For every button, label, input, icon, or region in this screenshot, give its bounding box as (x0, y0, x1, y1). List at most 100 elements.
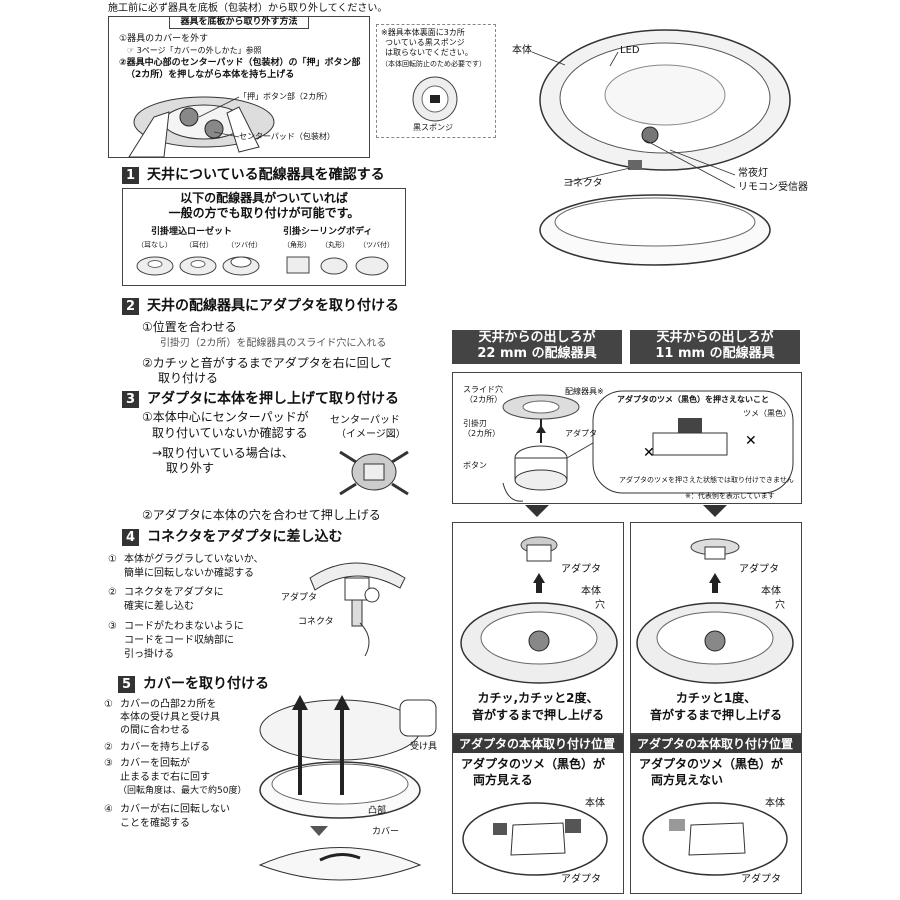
s5-item3-l3: （回転角度は、最大で約50度） (118, 786, 247, 796)
s4-item3-n: ③ (108, 621, 117, 632)
section1-title: 天井についている配線器具を確認する (147, 167, 385, 183)
right-pos-bar: アダプタの本体取り付け位置 (631, 735, 801, 753)
left-bottom-l2: 両方見える (473, 773, 533, 787)
label-body: 本体 (512, 45, 532, 56)
section2-number: 2 (122, 297, 139, 315)
right-bottom-l2: 両方見えない (651, 773, 724, 787)
detail-warning: アダプタのツメ（黒色）を押さえないこと (617, 395, 769, 404)
left-bottom-adapter: アダプタ (561, 874, 601, 885)
cover-illustration (258, 695, 437, 881)
s5-label-receiver: 受け具 (410, 742, 438, 752)
panel-right-head-l2: 11 mm の配線器具 (655, 346, 775, 361)
detail-warn-note: アダプタのツメを押さえた状態では取り付けできません (619, 476, 794, 484)
detail-slide-hole-2: （2カ所） (465, 395, 503, 404)
product-diagram (531, 29, 791, 266)
s4-item3-l3: 引っ掛ける (124, 649, 174, 660)
label-center-pad: センターパッド（包装材） (239, 132, 335, 141)
s4-label-adapter: アダプタ (281, 593, 318, 603)
section3-title: アダプタに本体を押し上げて取り付ける (147, 391, 399, 407)
removal-step1-ref: ☞ 3ページ「カバーの外しかた」参照 (127, 46, 262, 55)
body-type-3: （ツバ付） (359, 241, 394, 249)
section5-heading: 5 カバーを取り付ける (118, 675, 269, 693)
right-mid-caption-1: カチッと1度、 (675, 691, 757, 705)
sponge-l4: （本体回転防止のため必要です） (381, 60, 486, 68)
pad-label-2: （イメージ図） (336, 429, 406, 440)
section2-title: 天井の配線器具にアダプタを取り付ける (147, 298, 399, 314)
sponge-l1: ※器具本体裏面に3カ所 (381, 28, 465, 37)
s5-item3-n: ③ (104, 758, 113, 769)
label-nightlight: 常夜灯 (738, 168, 768, 179)
right-mid-hole: 穴 (775, 600, 785, 611)
right-mid-adapter: アダプタ (739, 564, 779, 575)
right-bottom-adapter: アダプタ (741, 874, 781, 885)
section5-title: カバーを取り付ける (143, 676, 269, 692)
removal-box: 器具を底板から取り外す方法 ①器具のカバーを外す ☞ 3ページ「カバーの外しかた… (108, 16, 370, 158)
s5-item4-l2: ことを確認する (120, 818, 190, 829)
top-note: 施工前に必ず器具を底板（包装材）から取り外してください。 (108, 3, 388, 14)
left-mid-illustration (460, 536, 618, 684)
right-bottom-body: 本体 (765, 798, 785, 809)
left-pos-bar: アダプタの本体取り付け位置 (453, 735, 623, 753)
detail-hook-blade: 引掛刃 (463, 419, 487, 428)
section2-step2-l1: ②カチッと音がするまでアダプタを右に回して (142, 356, 393, 370)
s4-label-connector: コネクタ (298, 617, 334, 627)
s5-item4-l1: カバーが右に回転しない (120, 804, 230, 815)
s4-item1-l1: 本体がグラグラしていないか、 (124, 554, 264, 565)
left-mid-caption-2: 音がするまで押し上げる (471, 708, 604, 722)
panel-right-header: 天井からの出しろが 11 mm の配線器具 (630, 330, 800, 364)
section3-step1-l4: 取り外す (166, 461, 215, 475)
label-led: LED (620, 45, 640, 56)
connector-illustration (309, 562, 406, 657)
section2-step1-detail: 引掛刃（2カ所）を配線器具のスライド穴に入れる (160, 338, 387, 349)
section4-title: コネクタをアダプタに差し込む (147, 529, 343, 545)
section2-heading: 2 天井の配線器具にアダプタを取り付ける (122, 297, 399, 315)
sponge-illustration (412, 76, 458, 122)
removal-box-title: 器具を底板から取り外す方法 (169, 17, 309, 29)
body-type-1: （角形） (283, 241, 311, 249)
section1-heading: 1 天井についている配線器具を確認する (122, 166, 385, 184)
left-bottom-l1: アダプタのツメ（黒色）が (461, 757, 606, 771)
s5-item2-n: ② (104, 742, 113, 753)
left-mid-hole: 穴 (595, 600, 605, 611)
rosette-type-2: （耳付） (185, 241, 213, 249)
rosette-type-3: （ツバ付） (227, 241, 262, 249)
section1-box-l1: 以下の配線器具がついていれば (180, 191, 348, 205)
section1-number: 1 (122, 166, 139, 184)
right-mid-illustration (636, 538, 794, 684)
s4-item1-l2: 簡単に回転しないか確認する (124, 568, 254, 579)
s5-item3-l2: 止まるまで右に回す (120, 772, 210, 783)
detail-illustration: ✕ ✕ (502, 390, 794, 502)
s5-item4-n: ④ (104, 804, 113, 815)
section4-heading: 4 コネクタをアダプタに差し込む (122, 528, 342, 546)
pad-label-1: センターパッド (330, 415, 400, 426)
s4-item1-n: ① (108, 554, 117, 565)
body-type-2: （丸形） (321, 241, 349, 249)
s4-item2-n: ② (108, 587, 117, 598)
section2-step2-l2: 取り付ける (158, 371, 219, 385)
left-bottom-panel: アダプタの本体取り付け位置 アダプタのツメ（黒色）が 両方見える 本体 アダプタ (452, 734, 624, 894)
detail-slide-hole: スライド穴 (463, 385, 503, 394)
section3-number: 3 (122, 390, 139, 408)
panel-left-head-l2: 22 mm の配線器具 (477, 346, 597, 361)
s5-item1-l1: カバーの凸部2カ所を (120, 699, 217, 710)
section1-box-l2: 一般の方でも取り付けが可能です。 (168, 206, 360, 220)
label-receiver: リモコン受信器 (738, 182, 808, 193)
left-mid-caption-1: カチッ,カチッと2度、 (477, 691, 599, 705)
removal-step2-l1: ②器具中心部のセンターパッド（包装材）の「押」ボタン部 (119, 58, 361, 68)
panel-left-head-l1: 天井からの出しろが (478, 330, 596, 345)
detail-button: ボタン (463, 461, 487, 470)
left-mid-adapter: アダプタ (561, 564, 601, 575)
left-bottom-illustration (462, 802, 608, 876)
rosette-title: 引掛埋込ローゼット (151, 227, 233, 237)
detail-adapter: アダプタ (565, 429, 597, 438)
detail-wiring: 配線器具※ (565, 387, 604, 396)
s5-item1-l2: 本体の受け具と受け具 (120, 712, 220, 723)
right-bottom-illustration (642, 802, 788, 876)
detail-box: ✕ ✕ スライド穴 （2カ所） 配線器具※ 引掛刃 （2カ所） アダプタ ボタン… (452, 372, 802, 504)
s5-label-cover: カバー (372, 827, 400, 837)
section4-number: 4 (122, 528, 139, 546)
s5-item1-n: ① (104, 699, 113, 710)
panel-right-head-l1: 天井からの出しろが (656, 330, 774, 345)
center-pad-illustration (339, 450, 409, 496)
detail-claw: ツメ（黒色） (743, 409, 791, 418)
